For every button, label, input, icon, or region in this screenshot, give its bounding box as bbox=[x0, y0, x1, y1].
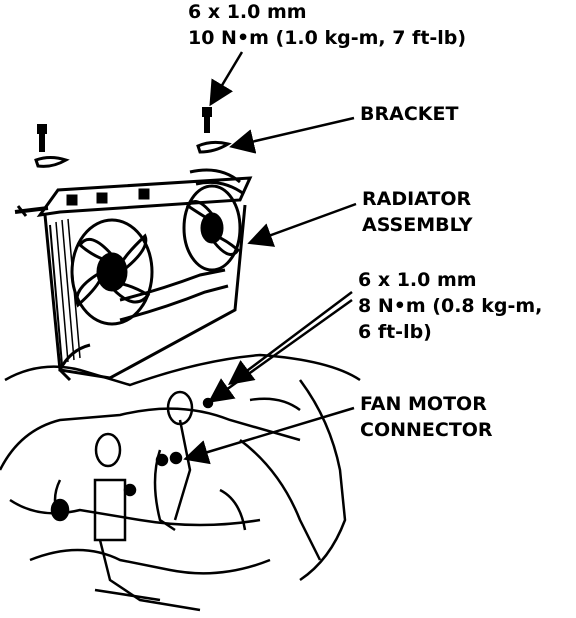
leader-arrows bbox=[183, 51, 357, 465]
callout-radiator-line1: RADIATOR bbox=[362, 188, 472, 210]
callout-fan-motor-line2: CONNECTOR bbox=[360, 419, 493, 441]
radiator-hose bbox=[58, 168, 245, 382]
callout-top-fastener: 6 x 1.0 mm 10 N•m (1.0 kg-m, 7 ft-lb) bbox=[188, 0, 466, 51]
callout-fan-motor-line1: FAN MOTOR bbox=[360, 393, 487, 415]
callout-top-fastener-torque: 10 N•m (1.0 kg-m, 7 ft-lb) bbox=[188, 27, 467, 49]
callout-radiator-line2: ASSEMBLY bbox=[362, 214, 473, 236]
callout-lower-fastener-torque: 8 N•m (0.8 kg-m, bbox=[358, 295, 543, 317]
callout-lower-fastener: 6 x 1.0 mm 8 N•m (0.8 kg-m, 6 ft-lb) bbox=[358, 267, 542, 345]
callout-bracket: BRACKET bbox=[360, 101, 458, 127]
cooling-fan bbox=[70, 184, 242, 326]
callout-top-fastener-size: 6 x 1.0 mm bbox=[188, 1, 307, 23]
engine-compartment bbox=[0, 353, 361, 612]
mounting-bolts bbox=[34, 107, 232, 168]
callout-bracket-label: BRACKET bbox=[360, 103, 459, 125]
callout-lower-fastener-size: 6 x 1.0 mm bbox=[358, 269, 477, 291]
callout-fan-motor-connector: FAN MOTOR CONNECTOR bbox=[360, 391, 493, 443]
callout-radiator-assembly: RADIATOR ASSEMBLY bbox=[362, 186, 473, 238]
radiator-assembly bbox=[14, 176, 253, 380]
callout-lower-fastener-torque-cont: 6 ft-lb) bbox=[358, 321, 432, 343]
